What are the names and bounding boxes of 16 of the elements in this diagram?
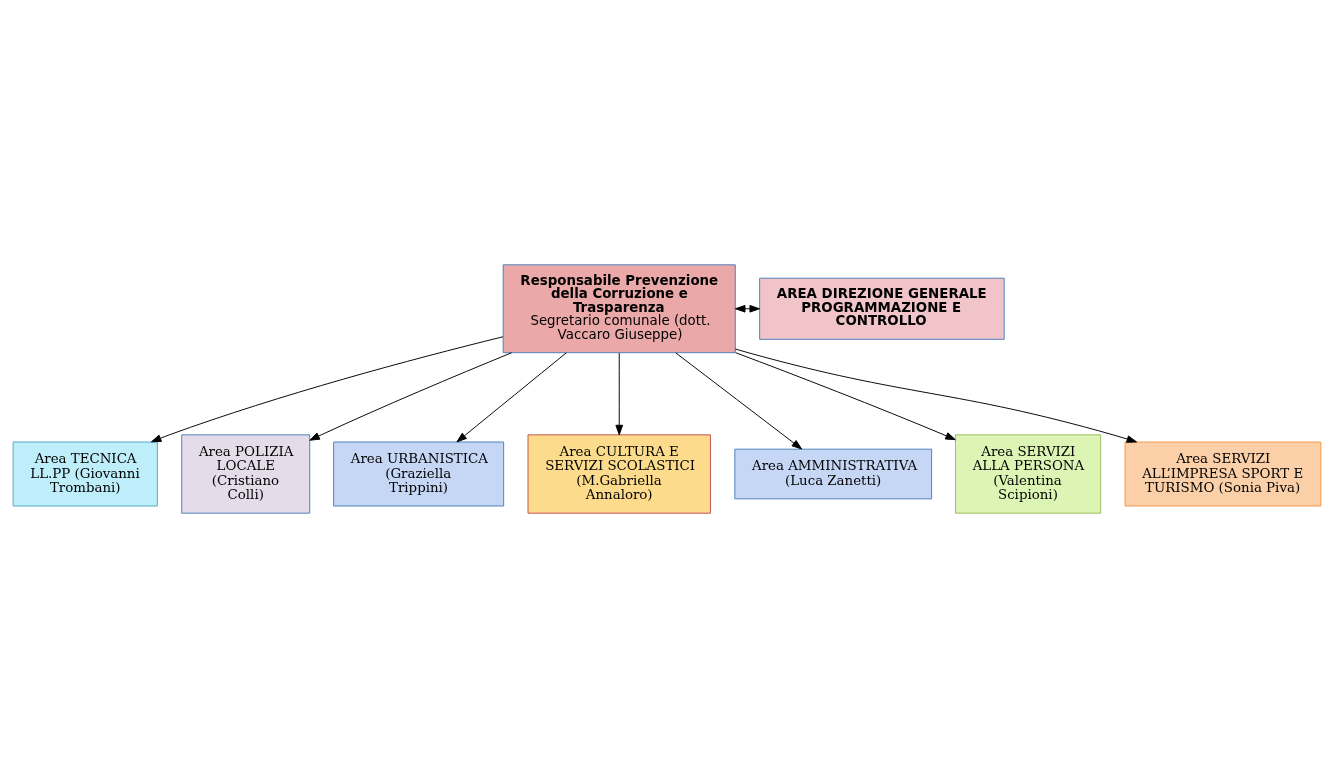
node-box: Area URBANISTICA (Graziella Trippini): [333, 441, 505, 507]
node-box: Area SERVIZI ALLA PERSONA (Valentina Scipioni): [955, 434, 1102, 514]
arrow: [675, 352, 803, 450]
arrow: [150, 336, 504, 443]
node-box: Responsabile Prevenzione della Corruzione e Trasparenza Segretario comunale (dott. Vaccaro Giuseppe): [502, 264, 736, 354]
arrow: [615, 352, 624, 436]
arrow: [734, 348, 1138, 443]
node-box: Area AMMINISTRATIVA (Luca Zanetti): [734, 448, 933, 500]
node-box: Area TECNICA LL.PP (Giovanni Trombani): [12, 441, 158, 507]
node-box: AREA DIREZIONE GENERALE PROGRAMMAZIONE E CONTROLLO: [759, 277, 1005, 340]
arrow: [309, 352, 512, 441]
node-box: Area POLIZIA LOCALE (Cristiano Colli): [181, 434, 311, 514]
node-box: Area CULTURA E SERVIZI SCOLASTICI (M.Gabriella Annaloro): [527, 434, 711, 514]
node-box: Area SERVIZI ALL’IMPRESA SPORT E TURISMO (Sonia Piva): [1124, 441, 1322, 507]
arrow: [735, 352, 956, 441]
arrow: [456, 352, 567, 443]
